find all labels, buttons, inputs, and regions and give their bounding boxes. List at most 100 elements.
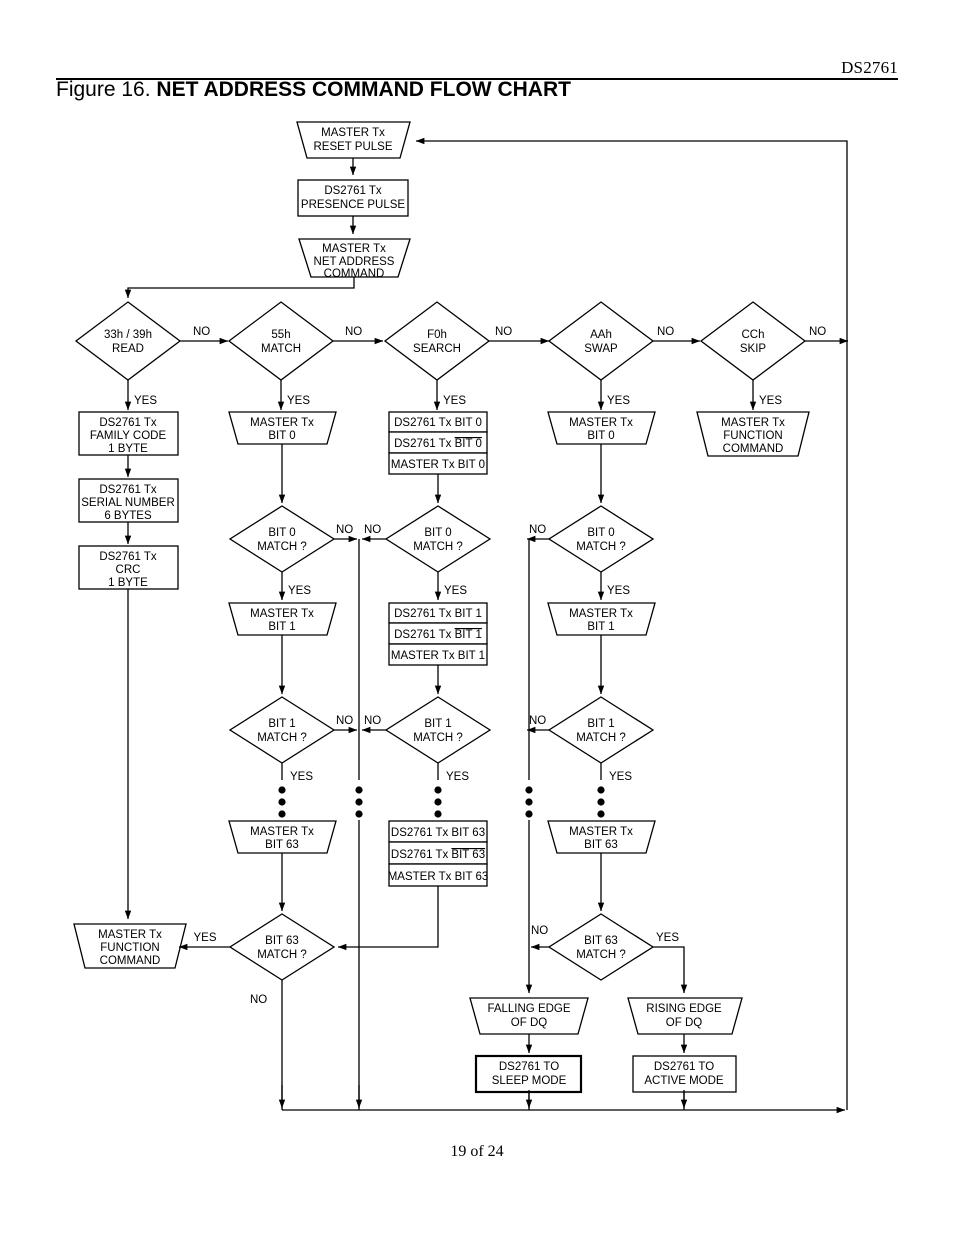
crc-line1: DS2761 Tx: [99, 551, 157, 563]
label-read-no: NO: [193, 326, 210, 338]
decision-skip-line2: SKIP: [740, 343, 767, 355]
active-mode-line2: ACTIVE MODE: [644, 1075, 724, 1087]
label-match-bit1-no: NO: [336, 715, 353, 727]
decision-read-line2: READ: [112, 343, 144, 355]
match-bit0-tx-line1: MASTER Tx: [250, 417, 314, 429]
match-bit1-q-line2: MATCH ?: [257, 732, 307, 744]
shape-decision-read: [74, 301, 182, 381]
label-skip-no: NO: [809, 326, 826, 338]
search-bit1-row2: DS2761 Tx BIT 1: [394, 629, 482, 641]
shape-skip-function-command: [696, 411, 810, 457]
shape-swap-bit1-question: [547, 696, 655, 764]
presence-pulse-line2: PRESENCE PULSE: [301, 199, 406, 211]
label-swap-bit63-no: NO: [531, 925, 548, 937]
shape-search-bit1-question: [384, 696, 492, 764]
net-address-line1: MASTER Tx: [322, 243, 386, 255]
shape-decision-swap: [547, 301, 655, 381]
shape-swap-bit63-question: [547, 913, 655, 981]
label-swap-bit1-no: NO: [529, 715, 546, 727]
ellipsis-dot-swaprail-2: [525, 798, 533, 806]
search-bit63-row2: DS2761 Tx BIT 63: [391, 849, 485, 861]
shape-read-function-command: [73, 923, 187, 969]
edge-swap-bit63-yes-to-rising-edge: [653, 946, 688, 994]
decision-match-line2: MATCH: [261, 343, 301, 355]
label-search-no: NO: [495, 326, 512, 338]
search-bit0-row2-overbar: BIT 0: [455, 438, 482, 450]
shape-crc: [78, 545, 179, 590]
label-match-bit63-no: NO: [250, 994, 267, 1006]
active-mode-line1: DS2761 TO: [654, 1061, 714, 1073]
label-skip-yes: YES: [759, 395, 782, 407]
decision-match-line1: 55h: [271, 329, 290, 341]
shape-ds2761-tx-presence-pulse: [297, 179, 409, 217]
label-swap-no: NO: [657, 326, 674, 338]
family-code-line1: DS2761 Tx: [99, 417, 157, 429]
shape-ds2761-to-sleep-mode: [474, 1054, 583, 1094]
shape-match-bit1-question: [228, 696, 336, 764]
search-bit0-row2-prefix: DS2761 Tx: [394, 438, 455, 450]
read-fc-line1: MASTER Tx: [98, 929, 162, 941]
swap-bit63-q-line2: MATCH ?: [576, 949, 626, 961]
label-read-yes: YES: [134, 395, 157, 407]
presence-pulse-line1: DS2761 Tx: [324, 185, 382, 197]
label-search-bit1-no: NO: [364, 715, 381, 727]
ellipsis-dot-match-3: [278, 810, 286, 818]
label-match-no: NO: [345, 326, 362, 338]
label-match-bit1-yes: YES: [290, 771, 313, 783]
serial-number-line1: DS2761 Tx: [99, 484, 157, 496]
decision-skip-line1: CCh: [741, 329, 764, 341]
search-bit0-q-line1: BIT 0: [424, 527, 451, 539]
label-match-bit0-no: NO: [336, 524, 353, 536]
swap-bit1-q-line1: BIT 1: [587, 718, 614, 730]
label-swap-bit63-yes: YES: [656, 932, 679, 944]
label-match-bit63-yes: YES: [193, 932, 216, 944]
search-bit1-row2-prefix: DS2761 Tx: [394, 629, 455, 641]
label-swap-bit0-no: NO: [529, 524, 546, 536]
shape-decision-skip: [699, 301, 807, 381]
crc-line2: CRC: [116, 564, 141, 576]
swap-bit63-q-line1: BIT 63: [584, 935, 618, 947]
shape-swap-bit0-tx: [547, 411, 656, 445]
edge-search-bit63-to-match-bit63-question: [337, 886, 439, 951]
label-search-bit1-yes: YES: [446, 771, 469, 783]
ellipsis-dot-search-3: [434, 810, 442, 818]
search-bit1-q-line1: BIT 1: [424, 718, 451, 730]
match-bit0-q-line1: BIT 0: [268, 527, 295, 539]
skip-fc-line1: MASTER Tx: [721, 417, 785, 429]
ellipsis-dot-search-2: [434, 798, 442, 806]
falling-edge-line2: OF DQ: [511, 1017, 547, 1029]
search-bit1-row3: MASTER Tx BIT 1: [391, 650, 485, 662]
search-bit63-row2-prefix: DS2761 Tx: [391, 849, 452, 861]
search-bit0-row2: DS2761 Tx BIT 0: [394, 438, 482, 450]
shape-ds2761-to-active-mode: [632, 1055, 737, 1093]
ellipsis-dot-swaprail-1: [525, 786, 533, 794]
header-divider: [56, 78, 898, 80]
skip-fc-line3: COMMAND: [723, 443, 784, 455]
ellipsis-dot-matchrail-3: [355, 810, 363, 818]
ellipsis-dot-matchrail-2: [355, 798, 363, 806]
swap-bit0-q-line1: BIT 0: [587, 527, 614, 539]
search-bit1-row2-overbar: BIT 1: [455, 629, 482, 641]
search-bit63-row2-overbar: BIT 63: [451, 849, 485, 861]
match-bit63-tx-line1: MASTER Tx: [250, 826, 314, 838]
shape-decision-match: [227, 301, 335, 381]
ellipsis-dot-match-2: [278, 798, 286, 806]
figure-number: Figure 16.: [56, 78, 151, 101]
ellipsis-dot-search-1: [434, 786, 442, 794]
decision-swap-line2: SWAP: [584, 343, 618, 355]
shape-search-bit0-question: [384, 505, 492, 573]
search-bit0-q-line2: MATCH ?: [413, 541, 463, 553]
search-bit1-row1: DS2761 Tx BIT 1: [394, 608, 482, 620]
figure-title: Figure 16. NET ADDRESS COMMAND FLOW CHAR…: [56, 78, 571, 102]
search-bit63-row3: MASTER Tx BIT 63: [388, 871, 489, 883]
serial-number-line2: SERIAL NUMBER: [81, 497, 175, 509]
decision-search-line1: F0h: [427, 329, 447, 341]
ellipsis-dot-swap-3: [597, 810, 605, 818]
match-bit63-q-line1: BIT 63: [265, 935, 299, 947]
shape-match-bit63-question: [228, 913, 336, 981]
shape-decision-search: [383, 301, 491, 381]
shape-match-bit1-tx: [228, 602, 337, 636]
shape-swap-bit0-question: [547, 505, 655, 573]
